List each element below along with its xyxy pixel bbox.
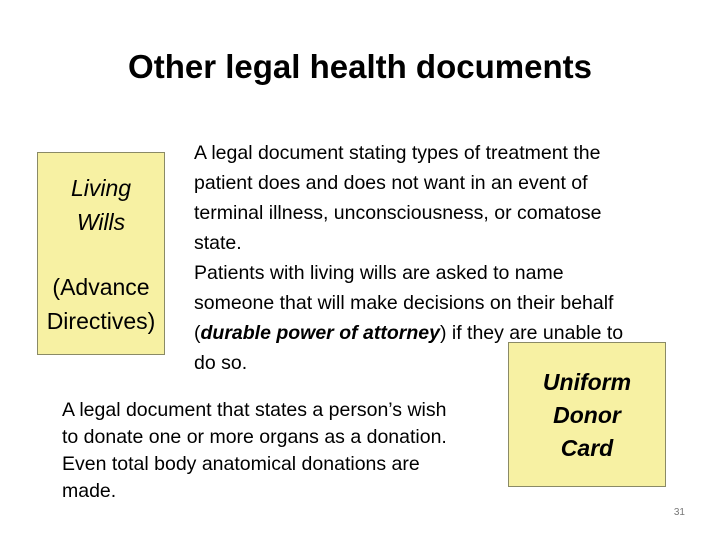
- description-line: A legal document stating types of treatm…: [194, 142, 601, 164]
- description-line: A legal document that states a person’s …: [62, 399, 447, 421]
- advance-directives-label: (Advance Directives): [38, 270, 164, 338]
- living-wills-term-line: Living: [70, 175, 132, 201]
- donor-card-box: Uniform Donor Card: [508, 342, 666, 487]
- page-number: 31: [673, 507, 685, 518]
- donor-card-term-line: Card: [560, 435, 614, 461]
- description-line: state.: [194, 232, 242, 254]
- description-line: terminal illness, unconsciousness, or co…: [194, 202, 602, 224]
- slide-title: Other legal health documents: [128, 48, 592, 85]
- description-line: Even total body anatomical donations are: [62, 453, 420, 475]
- donor-card-term-line: Uniform: [542, 369, 632, 395]
- description-line: Patients with living wills are asked to …: [194, 262, 564, 284]
- description-line: to donate one or more organs as a donati…: [62, 426, 447, 448]
- donor-card-term-line: Donor: [553, 402, 621, 428]
- description-line: made.: [62, 480, 117, 502]
- living-wills-box: Living Wills (Advance Directives): [37, 152, 165, 355]
- donor-card-description: A legal document that states a person’s …: [62, 397, 502, 505]
- durable-power-of-attorney-emphasis: durable power of attorney: [200, 322, 440, 344]
- living-wills-description: A legal document stating types of treatm…: [194, 138, 684, 378]
- description-line: do so.: [194, 352, 248, 374]
- description-line: patient does and does not want in an eve…: [194, 172, 588, 194]
- donor-card-term: Uniform Donor Card: [509, 366, 665, 465]
- description-after-emphasis: ) if they are unable to: [439, 322, 624, 344]
- open-paren: (: [194, 322, 201, 344]
- living-wills-term: Living Wills: [38, 171, 164, 239]
- description-line-mixed: (durable power of attorney) if they are …: [194, 318, 684, 348]
- advance-directives-line: (Advance: [52, 274, 150, 300]
- description-line: someone that will make decisions on thei…: [194, 292, 614, 314]
- living-wills-term-line: Wills: [76, 209, 126, 235]
- advance-directives-line: Directives): [46, 308, 156, 334]
